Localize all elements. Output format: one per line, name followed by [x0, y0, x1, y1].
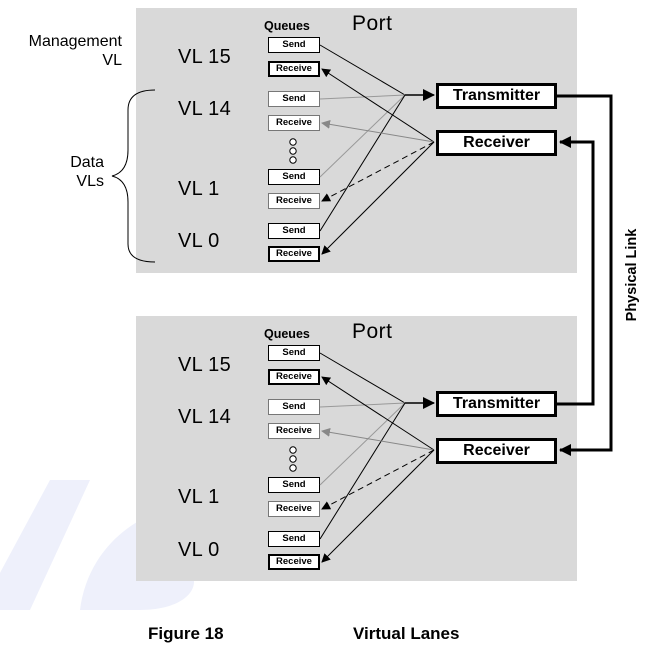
vl-label: VL 1 [178, 178, 220, 200]
queues-title: Queues [264, 19, 310, 33]
receiver-box: Receiver [436, 438, 557, 464]
send-queue-vl14: Send [268, 399, 320, 415]
receive-queue-vl14: Receive [268, 115, 320, 131]
vl-label: VL 0 [178, 230, 220, 252]
receive-queue-vl0: Receive [268, 554, 320, 570]
receive-queue-vl0: Receive [268, 246, 320, 262]
send-queue-vl0: Send [268, 223, 320, 239]
figure-number: Figure 18 [148, 624, 224, 643]
receive-queue-vl15: Receive [268, 61, 320, 77]
top-port-wires [319, 44, 435, 255]
vl-label: VL 14 [178, 406, 232, 428]
transmitter-box: Transmitter [436, 83, 557, 109]
port-title: Port [352, 12, 393, 35]
vl-label: VL 1 [178, 486, 220, 508]
send-queue-vl1: Send [268, 477, 320, 493]
send-queue-vl14: Send [268, 91, 320, 107]
ellipsis-dots [289, 446, 297, 472]
send-queue-vl15: Send [268, 345, 320, 361]
management-vl-label: Management VL [28, 33, 122, 69]
send-queue-vl1: Send [268, 169, 320, 185]
vl-label: VL 15 [178, 46, 232, 68]
data-vls-label: Data VLs [70, 154, 104, 190]
port-title: Port [352, 320, 393, 343]
vl-label: VL 0 [178, 539, 220, 561]
receive-queue-vl1: Receive [268, 501, 320, 517]
vl-label: VL 14 [178, 98, 232, 120]
send-queue-vl15: Send [268, 37, 320, 53]
receiver-box: Receiver [436, 130, 557, 156]
data-vls-brace [111, 89, 156, 263]
figure-title: Virtual Lanes [353, 624, 460, 643]
transmitter-box: Transmitter [436, 391, 557, 417]
receive-queue-vl1: Receive [268, 193, 320, 209]
queues-title: Queues [264, 327, 310, 341]
receive-queue-vl14: Receive [268, 423, 320, 439]
send-queue-vl0: Send [268, 531, 320, 547]
ellipsis-dots [289, 138, 297, 164]
bottom-port-wires [319, 352, 435, 563]
receive-queue-vl15: Receive [268, 369, 320, 385]
physical-link-wires [557, 94, 613, 456]
vl-label: VL 15 [178, 354, 232, 376]
